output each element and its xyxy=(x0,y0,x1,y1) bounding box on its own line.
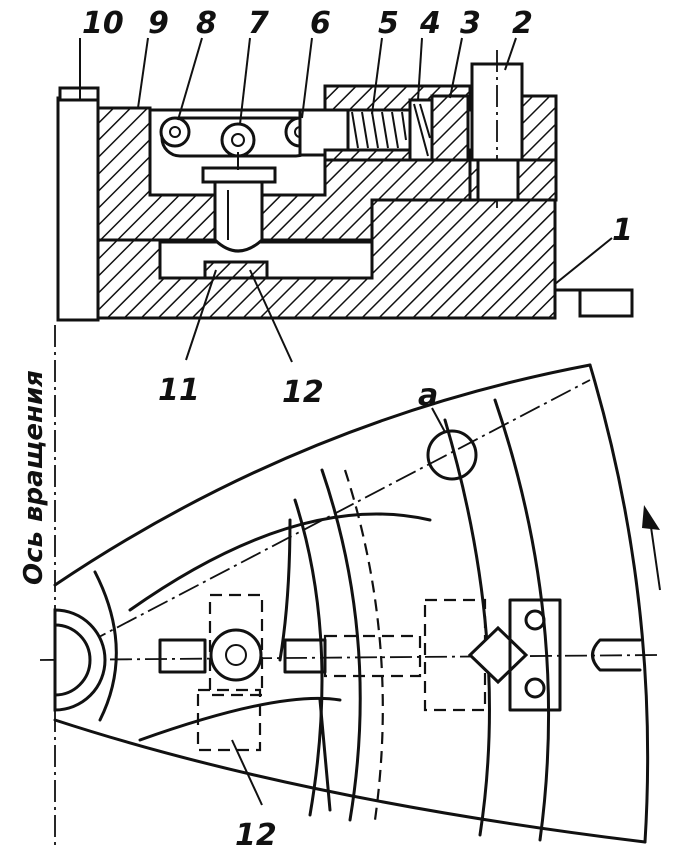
radial-line-center xyxy=(39,654,661,661)
plan-spring-housing xyxy=(323,634,422,678)
rotation-arrow-head xyxy=(642,505,660,530)
arc-3-dashed xyxy=(343,469,384,821)
hole-a xyxy=(426,429,478,481)
edge-slot xyxy=(591,638,642,672)
bushing-right xyxy=(520,94,558,162)
inner-web xyxy=(128,512,432,742)
leader-12-plan xyxy=(231,739,263,806)
label-12-plan: 12 xyxy=(235,818,277,853)
sector-bottom-edge xyxy=(53,718,647,844)
sector-top-edge xyxy=(53,363,592,587)
label-1: 1 xyxy=(612,213,633,248)
plan-support-12-dashed xyxy=(196,688,262,752)
plan-link-left xyxy=(158,638,207,674)
plan-support-dashed xyxy=(208,593,264,697)
label-6: 6 xyxy=(310,6,331,41)
plan-view xyxy=(39,363,661,844)
inner-ribs xyxy=(278,518,332,812)
arc-4 xyxy=(443,418,491,837)
label-7: 7 xyxy=(248,6,269,41)
label-a: a xyxy=(418,378,438,413)
post-10 xyxy=(56,96,100,322)
section-view xyxy=(56,37,634,363)
pin-8-center xyxy=(169,126,181,138)
pin-2-lower xyxy=(476,158,520,202)
pin-8 xyxy=(159,116,191,148)
label-8: 8 xyxy=(196,6,217,41)
label-10: 10 xyxy=(82,6,124,41)
label-5: 5 xyxy=(378,6,399,41)
pin-7 xyxy=(220,122,256,158)
rotation-arrow xyxy=(649,519,661,591)
leader-lines xyxy=(79,37,613,363)
label-3: 3 xyxy=(460,6,481,41)
hub-bore xyxy=(53,623,92,697)
plan-link-right xyxy=(283,638,327,674)
plan-plunger-core xyxy=(225,644,247,666)
plan-clamp-block xyxy=(508,598,562,712)
sector-outer-arc xyxy=(588,363,650,844)
label-9: 9 xyxy=(148,6,169,41)
plan-screw-bottom xyxy=(524,677,546,699)
arc-hub xyxy=(93,570,118,722)
lever-linkage xyxy=(159,116,316,170)
plan-pin-2 xyxy=(467,625,529,685)
plan-screw-top xyxy=(524,609,546,631)
spring-5 xyxy=(351,111,407,149)
label-11: 11 xyxy=(158,373,200,408)
piston-hatch xyxy=(413,103,431,157)
label-2: 2 xyxy=(512,6,533,41)
label-4: 4 xyxy=(419,6,441,41)
rod-6 xyxy=(298,108,350,157)
hub xyxy=(53,608,107,712)
arc-3 xyxy=(320,468,362,822)
base-tab xyxy=(578,288,634,318)
arc-5 xyxy=(493,398,551,842)
wedge-3 xyxy=(430,94,470,162)
rotation-axis-label: Ось вращения xyxy=(19,370,49,585)
plunger xyxy=(213,178,264,253)
arc-2 xyxy=(293,498,324,817)
pin-7-center xyxy=(231,133,245,147)
leader-a xyxy=(431,407,446,433)
label-12: 12 xyxy=(282,375,324,410)
plunger-head xyxy=(201,166,277,184)
plan-plunger xyxy=(209,628,263,682)
